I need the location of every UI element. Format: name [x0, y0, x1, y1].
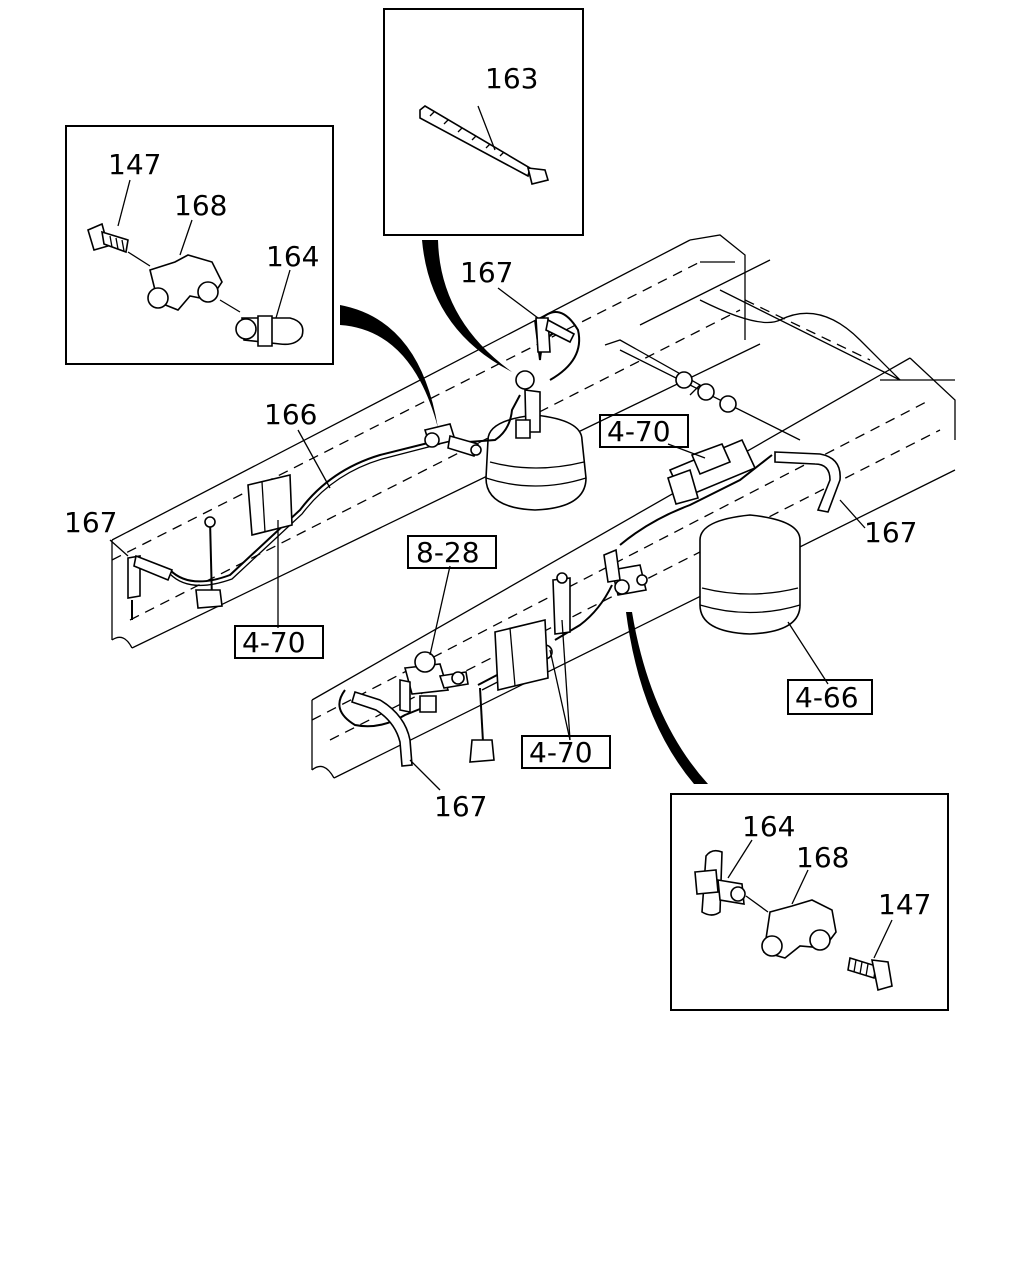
ref-box-4-70-left [234, 625, 324, 659]
ref-box-4-66 [787, 679, 873, 715]
inset-cross-fitting-b [670, 793, 949, 1011]
hose-167-top [534, 317, 576, 361]
leveling-valve [399, 651, 469, 713]
ref-4-70-left: 4-70 [242, 626, 306, 659]
ref-box-8-28 [407, 535, 497, 569]
crossmember-fittings [675, 371, 737, 413]
reference-boxes: 4-70 4-70 8-28 4-70 4-66 [234, 414, 873, 769]
ref-4-70-upper-right: 4-70 [607, 415, 671, 448]
air-spring-upper [485, 414, 587, 511]
label-168-top-left: 168 [174, 189, 227, 222]
bracket-center [494, 618, 549, 692]
label-168-bottom-right: 168 [796, 841, 849, 874]
tee-fitting-lower [603, 548, 648, 596]
air-spring-lower [699, 514, 801, 635]
leader-lines [109, 287, 866, 791]
ref-box-4-70-center [521, 735, 611, 769]
hose-167-left [127, 554, 174, 620]
part-number-labels: 163 147 168 164 167 166 167 167 167 164 … [64, 62, 931, 921]
label-164-top-left: 164 [266, 240, 319, 273]
airbag-top-fitting [515, 370, 541, 439]
label-167-left: 167 [64, 506, 117, 539]
label-164-bottom-right: 164 [742, 810, 795, 843]
ref-4-70-center: 4-70 [529, 736, 593, 769]
bracket-left [195, 473, 293, 609]
ref-8-28: 8-28 [416, 536, 480, 569]
label-166: 166 [264, 398, 317, 431]
ref-box-4-70-upper-right [599, 414, 689, 448]
bracket-upper-right [667, 438, 757, 505]
ref-4-66: 4-66 [795, 681, 859, 714]
air-lines [169, 311, 773, 728]
label-147-top-left: 147 [108, 148, 161, 181]
label-163: 163 [485, 62, 538, 95]
tee-fitting-upper [423, 423, 482, 457]
inset-cable-tie [383, 8, 584, 236]
inset-pointers [340, 240, 708, 784]
label-167-bottom: 167 [434, 790, 487, 823]
hose-167-right [774, 451, 841, 513]
hose-167-bottom [351, 690, 413, 767]
label-147-bottom-right: 147 [878, 888, 931, 921]
inset-cross-fitting-a [65, 125, 334, 365]
label-167-right: 167 [864, 516, 917, 549]
label-167-top: 167 [460, 256, 513, 289]
